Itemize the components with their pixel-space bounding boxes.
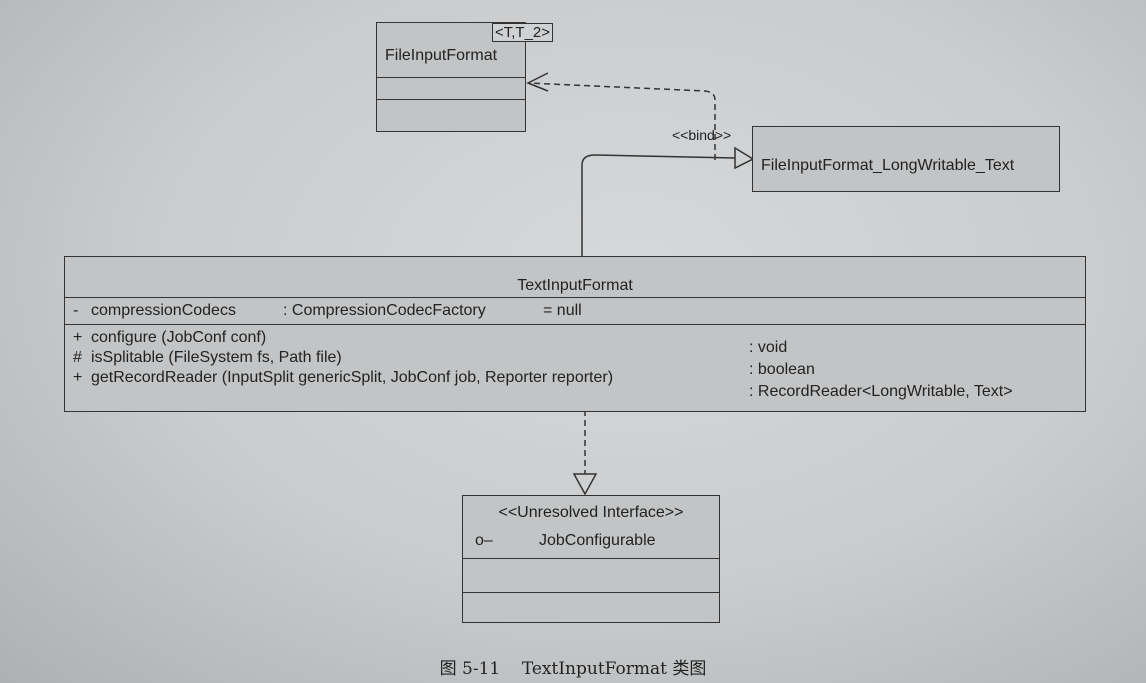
- operations-compartment: + configure (JobConf conf) # isSplitable…: [65, 324, 1085, 406]
- interface-job-configurable[interactable]: <<Unresolved Interface>> o– JobConfigura…: [462, 495, 720, 623]
- figure-caption: 图 5-11 TextInputFormat 类图: [439, 659, 707, 679]
- bind-label: <<bind>>: [672, 127, 732, 143]
- op-signature: isSplitable (FileSystem fs, Path file): [91, 349, 342, 366]
- interface-lollipop-icon: o–: [475, 532, 493, 549]
- generalization-line: [581, 154, 736, 258]
- class-name: FileInputFormat_LongWritable_Text: [761, 157, 1015, 174]
- operations-compartment: [377, 99, 525, 129]
- op-visibility: #: [73, 349, 82, 366]
- op-return: : RecordReader<LongWritable, Text>: [749, 383, 1013, 400]
- operations-compartment: [463, 592, 719, 626]
- template-params: <T,T_2>: [492, 23, 554, 42]
- bind-dependency-line: [527, 82, 716, 160]
- attribute-default: = null: [543, 302, 582, 319]
- attributes-compartment: [377, 77, 525, 99]
- realization-triangle: [572, 473, 598, 496]
- class-text-input-format[interactable]: TextInputFormat - compressionCodecs : Co…: [64, 256, 1086, 412]
- attribute-name: compressionCodecs: [91, 302, 236, 319]
- hollow-triangle-arrow: [734, 146, 755, 170]
- attributes-compartment: - compressionCodecs : CompressionCodecFa…: [65, 297, 1085, 324]
- attribute-visibility: -: [73, 302, 79, 319]
- interface-name: JobConfigurable: [539, 532, 656, 549]
- op-return: : boolean: [749, 361, 815, 378]
- class-name: FileInputFormat: [385, 47, 498, 64]
- op-signature: getRecordReader (InputSplit genericSplit…: [91, 369, 614, 386]
- class-file-input-format-longwritable-text[interactable]: FileInputFormat_LongWritable_Text: [752, 126, 1060, 192]
- op-return: : void: [749, 339, 788, 356]
- op-visibility: +: [73, 329, 83, 346]
- class-name: TextInputFormat: [517, 277, 633, 294]
- attribute-type: : CompressionCodecFactory: [283, 302, 486, 319]
- op-visibility: +: [73, 369, 83, 386]
- open-arrow-head: [526, 72, 549, 92]
- attributes-compartment: [463, 558, 719, 592]
- stereotype: <<Unresolved Interface>>: [498, 504, 684, 521]
- op-signature: configure (JobConf conf): [91, 329, 267, 346]
